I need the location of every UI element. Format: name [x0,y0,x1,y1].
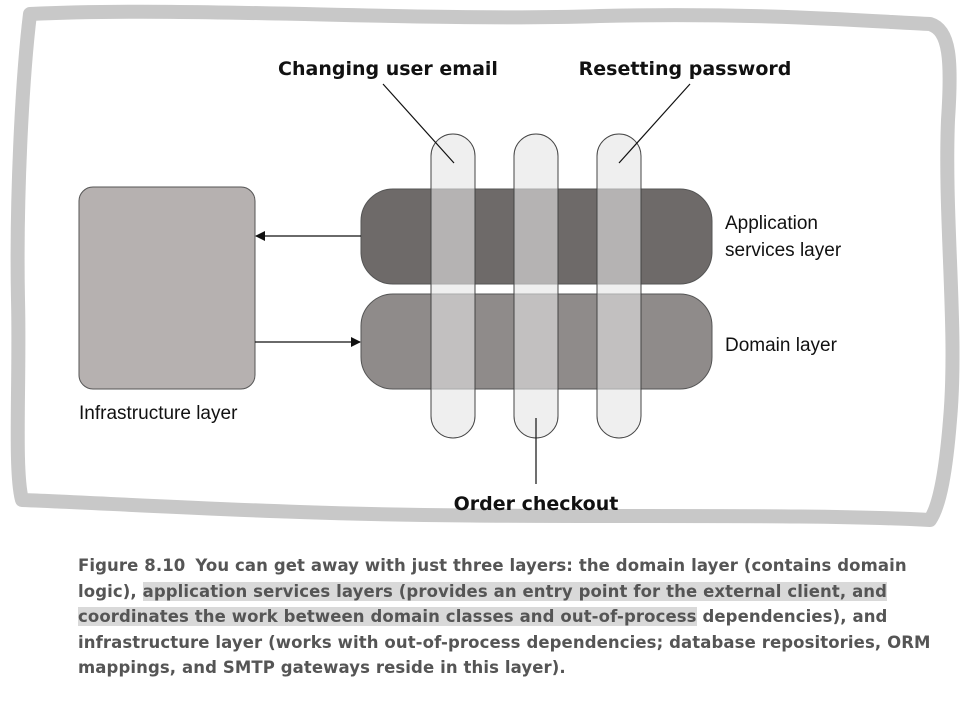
label-infrastructure-layer: Infrastructure layer [79,403,238,424]
label-changing-user-email: Changing user email [278,58,498,80]
label-application-services-line2: services layer [725,240,842,261]
sketch-frame [10,4,960,527]
pill-changing-email [430,133,476,439]
leader-resetting-password [618,83,691,164]
caption-text: You can get away with just three layers:… [78,556,907,601]
label-order-checkout: Order checkout [454,493,619,515]
leader-changing-email [382,83,455,164]
label-application-services-line1: Application [725,213,818,234]
label-resetting-password: Resetting password [579,58,792,80]
infrastructure-box [78,186,256,390]
caption-text-rest: dependencies), and infrastructure layer … [78,607,931,677]
pill-resetting-password [596,133,642,439]
figure-number: Figure 8.10 [78,556,186,575]
pill-order-checkout [513,133,559,439]
label-domain-layer: Domain layer [725,335,838,356]
